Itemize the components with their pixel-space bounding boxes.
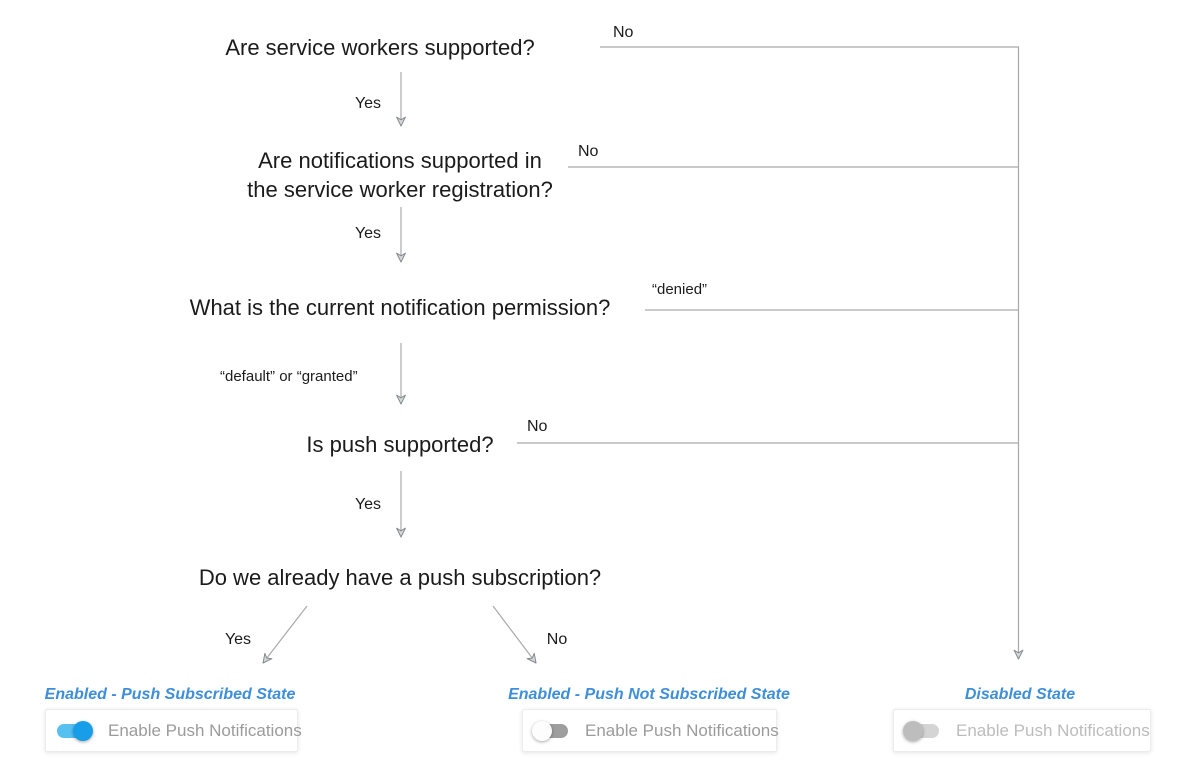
- toggle-card-disabled: Enable Push Notifications: [893, 709, 1151, 752]
- toggle-label: Enable Push Notifications: [585, 720, 779, 740]
- state-title-disabled: Disabled State: [964, 686, 1076, 703]
- edge-no-to-disabled-arrow: [600, 46, 1024, 660]
- edge-label-q3-denied: “denied”: [652, 281, 708, 298]
- toggle-label: Enable Push Notifications: [108, 720, 302, 740]
- state-title-enabled-subscribed: Enabled - Push Subscribed State: [44, 686, 296, 703]
- edge-label-q3-default-granted: “default” or “granted”: [220, 368, 358, 385]
- toggle-card-enabled-subscribed: Enable Push Notifications: [45, 709, 302, 752]
- edge-label-q2-yes: Yes: [354, 225, 382, 242]
- question-notifications-supported: Are notifications supported in the servi…: [247, 146, 553, 204]
- toggle-label: Enable Push Notifications: [956, 720, 1150, 740]
- question-push-supported: Is push supported?: [306, 432, 494, 457]
- question-notifications-line1: Are notifications supported in: [258, 148, 542, 173]
- edge-label-q2-no: No: [578, 143, 599, 160]
- toggle-card-enabled-not-subscribed: Enable Push Notifications: [522, 709, 779, 752]
- push-toggle-on[interactable]: [55, 720, 93, 741]
- push-toggle-disabled: [903, 720, 941, 741]
- edge-q5-no-arrow: [492, 605, 537, 664]
- question-notifications-line2: the service worker registration?: [247, 177, 553, 202]
- push-toggle-off[interactable]: [532, 720, 570, 741]
- question-notification-permission: What is the current notification permiss…: [189, 295, 611, 320]
- edge-q5-yes-arrow: [262, 605, 308, 664]
- edge-label-q4-yes: Yes: [354, 496, 382, 513]
- toggle-thumb: [73, 720, 93, 741]
- edge-label-q5-yes: Yes: [224, 631, 252, 648]
- edge-label-q5-no: No: [546, 631, 568, 648]
- question-service-workers: Are service workers supported?: [225, 35, 535, 60]
- edge-label-q4-no: No: [527, 418, 548, 435]
- toggle-thumb: [903, 720, 923, 741]
- edge-label-q1-yes: Yes: [354, 95, 382, 112]
- question-push-subscription: Do we already have a push subscription?: [198, 565, 602, 590]
- state-title-enabled-not-subscribed: Enabled - Push Not Subscribed State: [508, 686, 790, 703]
- edge-label-q1-no: No: [613, 24, 634, 41]
- toggle-thumb: [532, 720, 552, 741]
